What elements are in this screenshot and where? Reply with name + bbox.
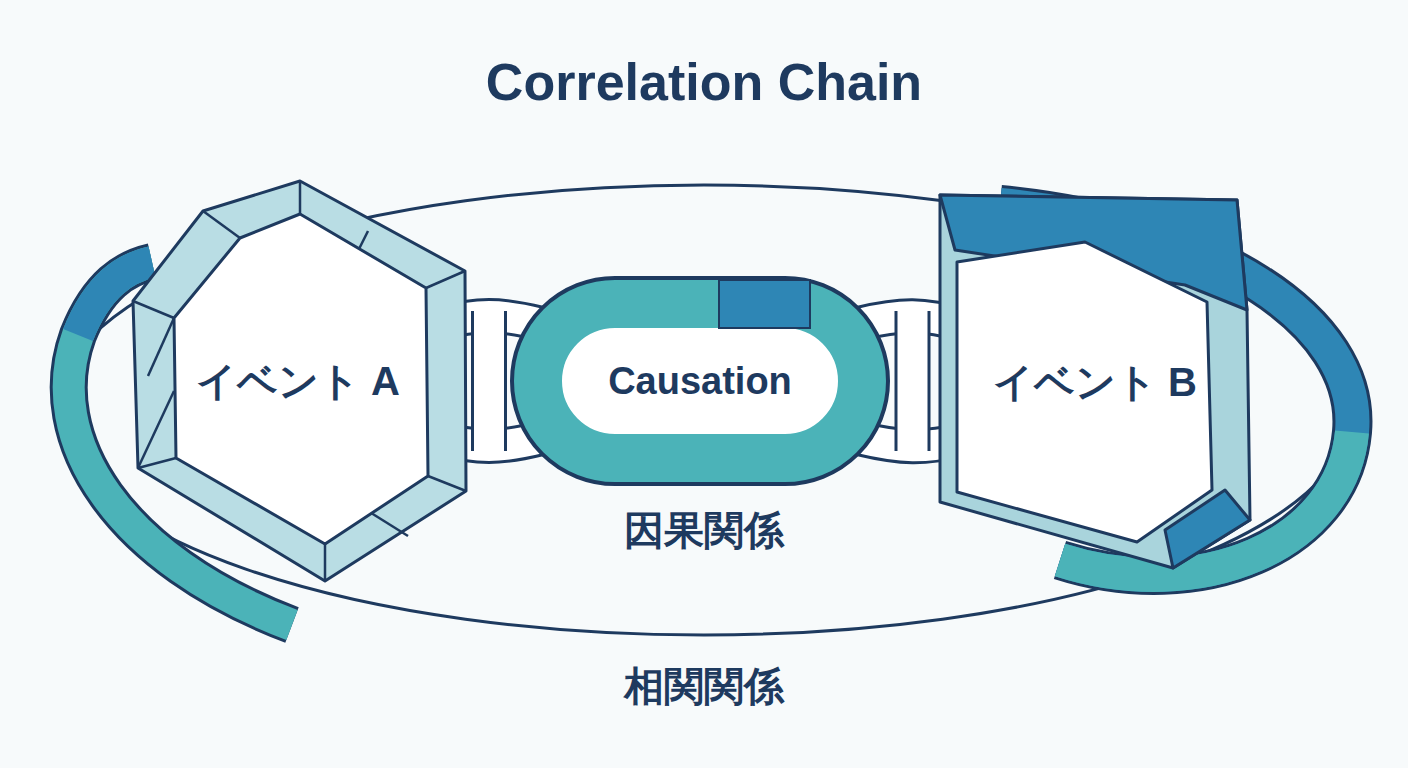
caption-label: 因果関係 <box>618 503 790 558</box>
node-text: イベント A <box>196 354 400 409</box>
facet-line <box>324 544 327 581</box>
facet-line <box>138 391 174 468</box>
causation-link: Causation <box>510 276 890 486</box>
node-text: Causation <box>608 360 792 403</box>
link-edge <box>895 311 931 451</box>
event-hexagon: イベント A <box>128 176 468 586</box>
shape-face <box>940 195 1250 568</box>
link-body <box>538 304 862 458</box>
link-fill <box>474 311 504 451</box>
facet-line <box>299 181 302 214</box>
shape-face <box>133 181 466 581</box>
diagram-title: Correlation Chain <box>486 52 922 112</box>
caption-label: 相関関係 <box>618 659 790 714</box>
facet-line <box>133 301 174 318</box>
facet-line <box>203 211 240 238</box>
facet-line <box>148 318 174 376</box>
link-edge <box>471 311 507 451</box>
event-shape: イベント B <box>935 190 1255 575</box>
facet-line <box>368 511 408 536</box>
correlation-ellipse <box>56 185 1352 635</box>
node-text: イベント B <box>993 355 1197 410</box>
link-fill <box>898 311 928 451</box>
link-outline <box>538 304 862 458</box>
shape-face <box>174 214 428 544</box>
facet-line <box>426 271 465 288</box>
facet-line <box>428 476 466 491</box>
shape-face <box>957 242 1212 542</box>
facet-line <box>138 458 176 468</box>
link-shade <box>719 280 810 328</box>
